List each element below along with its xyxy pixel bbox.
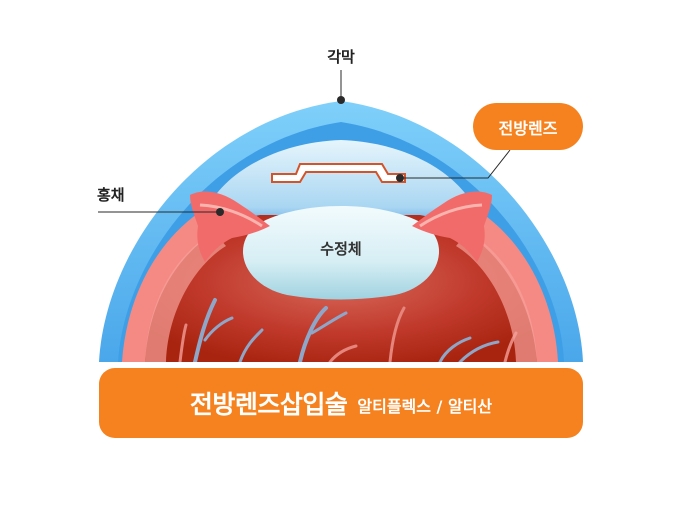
iris-right: [412, 191, 492, 262]
iris-left-hilite: [199, 203, 263, 228]
iris-right-hilite: [419, 203, 483, 228]
iris-label: 홍채: [97, 186, 125, 204]
cornea-label: 각막: [327, 48, 355, 66]
lens-label: 수정체: [320, 240, 361, 258]
vessel-1: [193, 298, 217, 362]
vessel-8: [388, 306, 406, 362]
banner-subtitle: 알티플렉스 / 알티산: [357, 397, 493, 416]
implant-label: 전방렌즈: [498, 118, 558, 138]
implant-lens: [271, 163, 406, 183]
ciliary-left: [145, 232, 226, 362]
lens-shape: [242, 206, 440, 300]
vessel-7: [328, 344, 358, 362]
implant-dot: [396, 174, 404, 182]
anterior-chamber: [205, 140, 477, 236]
iris-dot: [216, 208, 224, 216]
vessel-2: [203, 316, 234, 342]
implant-leader: [400, 149, 511, 179]
vessel-3: [178, 323, 188, 362]
vessel-4: [238, 328, 264, 362]
vessel-10: [458, 340, 500, 362]
vessel-5: [298, 306, 328, 362]
vessel-6: [310, 311, 348, 335]
procedure-banner: 전방렌즈삽입술 알티플렉스 / 알티산: [99, 368, 583, 438]
banner-title: 전방렌즈삽입술: [189, 390, 348, 419]
vessel-9: [438, 336, 472, 362]
ciliary-right: [456, 232, 537, 362]
iris-left: [190, 191, 270, 262]
implant-callout: 전방렌즈: [473, 103, 583, 150]
cornea-dot: [337, 96, 345, 104]
